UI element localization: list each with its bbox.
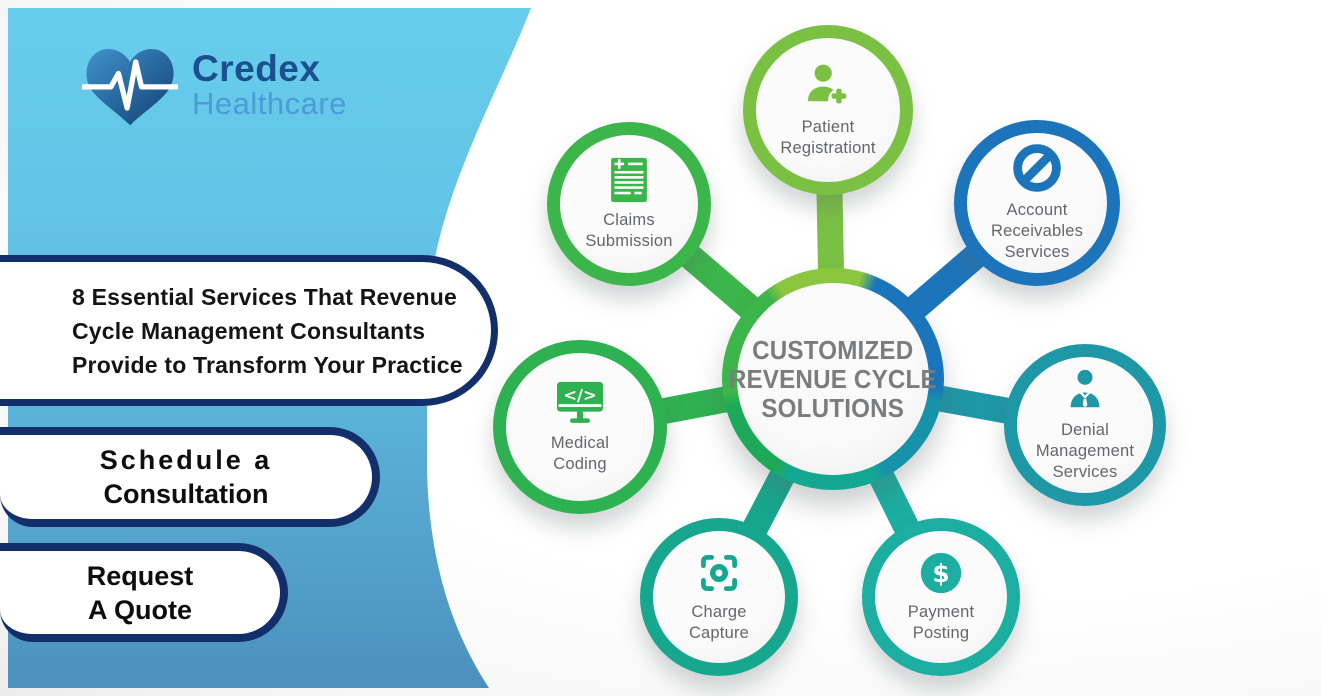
hub-customized-revenue-cycle: CUSTOMIZED REVENUE CYCLE SOLUTIONS xyxy=(722,268,944,490)
label-line: Patient xyxy=(801,117,855,136)
label-line: Receivables xyxy=(990,222,1084,240)
label-line: Medical xyxy=(550,433,610,452)
hub-title-line1: CUSTOMIZED xyxy=(752,334,914,365)
service-node-claims-submission: Claims Submission xyxy=(547,122,711,286)
claim-document-icon xyxy=(610,157,648,203)
brand-logo: Credex Healthcare xyxy=(82,40,347,130)
service-node-charge-capture: Charge Capture xyxy=(640,518,798,676)
code-monitor-icon: </> xyxy=(555,380,605,426)
service-label: Patient Registrationt xyxy=(780,117,875,159)
label-line: Charge xyxy=(691,602,747,621)
service-label: Payment Posting xyxy=(908,602,975,644)
service-label: Medical Coding xyxy=(551,433,609,475)
service-label: Charge Capture xyxy=(689,602,749,644)
hub-face: CUSTOMIZED REVENUE CYCLE SOLUTIONS xyxy=(729,283,937,475)
quote-button-line1: Request xyxy=(86,560,194,591)
label-line: Services xyxy=(1004,243,1070,261)
heart-ekg-icon xyxy=(82,40,178,130)
svg-text:</>: </> xyxy=(563,385,596,404)
dollar-circle-icon: $ xyxy=(919,551,963,595)
headline-line3: Provide to Transform Your Practice xyxy=(72,351,463,378)
label-line: Capture xyxy=(688,623,750,642)
label-line: Registrationt xyxy=(780,138,876,157)
label-line: Account xyxy=(1006,201,1068,219)
label-line: Payment xyxy=(907,602,975,621)
label-line: Coding xyxy=(553,454,607,473)
schedule-button-line2: Consultation xyxy=(103,479,269,509)
label-line: Services xyxy=(1052,463,1118,481)
schedule-button-line1: Schedule a xyxy=(99,445,273,475)
brand-name-line1: Credex xyxy=(192,48,321,90)
request-quote-button[interactable]: Request A Quote xyxy=(0,543,288,642)
headline-line1: 8 Essential Services That Revenue xyxy=(72,283,458,310)
service-label: Claims Submission xyxy=(585,210,672,252)
service-label: Account Receivables Services xyxy=(991,200,1083,263)
service-node-denial-management: Denial Management Services xyxy=(1004,344,1166,506)
service-label: Denial Management Services xyxy=(1036,420,1134,483)
capture-frame-icon xyxy=(697,551,741,595)
brand-name: Credex Healthcare xyxy=(192,50,347,119)
hub-title-line2: REVENUE CYCLE xyxy=(729,363,938,394)
businessman-icon xyxy=(1062,367,1108,413)
service-node-payment-posting: $ Payment Posting xyxy=(862,518,1020,676)
brand-name-line2: Healthcare xyxy=(192,86,347,122)
label-line: Claims xyxy=(603,210,655,229)
service-node-medical-coding: </> Medical Coding xyxy=(493,340,667,514)
label-line: Submission xyxy=(585,231,673,250)
add-patient-icon xyxy=(804,62,852,110)
schedule-consultation-button[interactable]: Schedule a Consultation xyxy=(0,427,380,527)
headline-line2: Cycle Management Consultants xyxy=(72,317,426,344)
service-node-account-receivables: Account Receivables Services xyxy=(954,120,1120,286)
svg-text:$: $ xyxy=(932,558,949,587)
label-line: Denial xyxy=(1061,421,1109,439)
label-line: Management xyxy=(1035,442,1135,460)
headline-box: 8 Essential Services That Revenue Cycle … xyxy=(0,255,498,406)
quote-button-line2: A Quote xyxy=(88,594,192,625)
prohibition-icon xyxy=(1012,143,1062,193)
label-line: Posting xyxy=(912,623,970,642)
service-node-patient-registration: Patient Registrationt xyxy=(743,25,913,195)
hub-title-line3: SOLUTIONS xyxy=(761,392,905,423)
